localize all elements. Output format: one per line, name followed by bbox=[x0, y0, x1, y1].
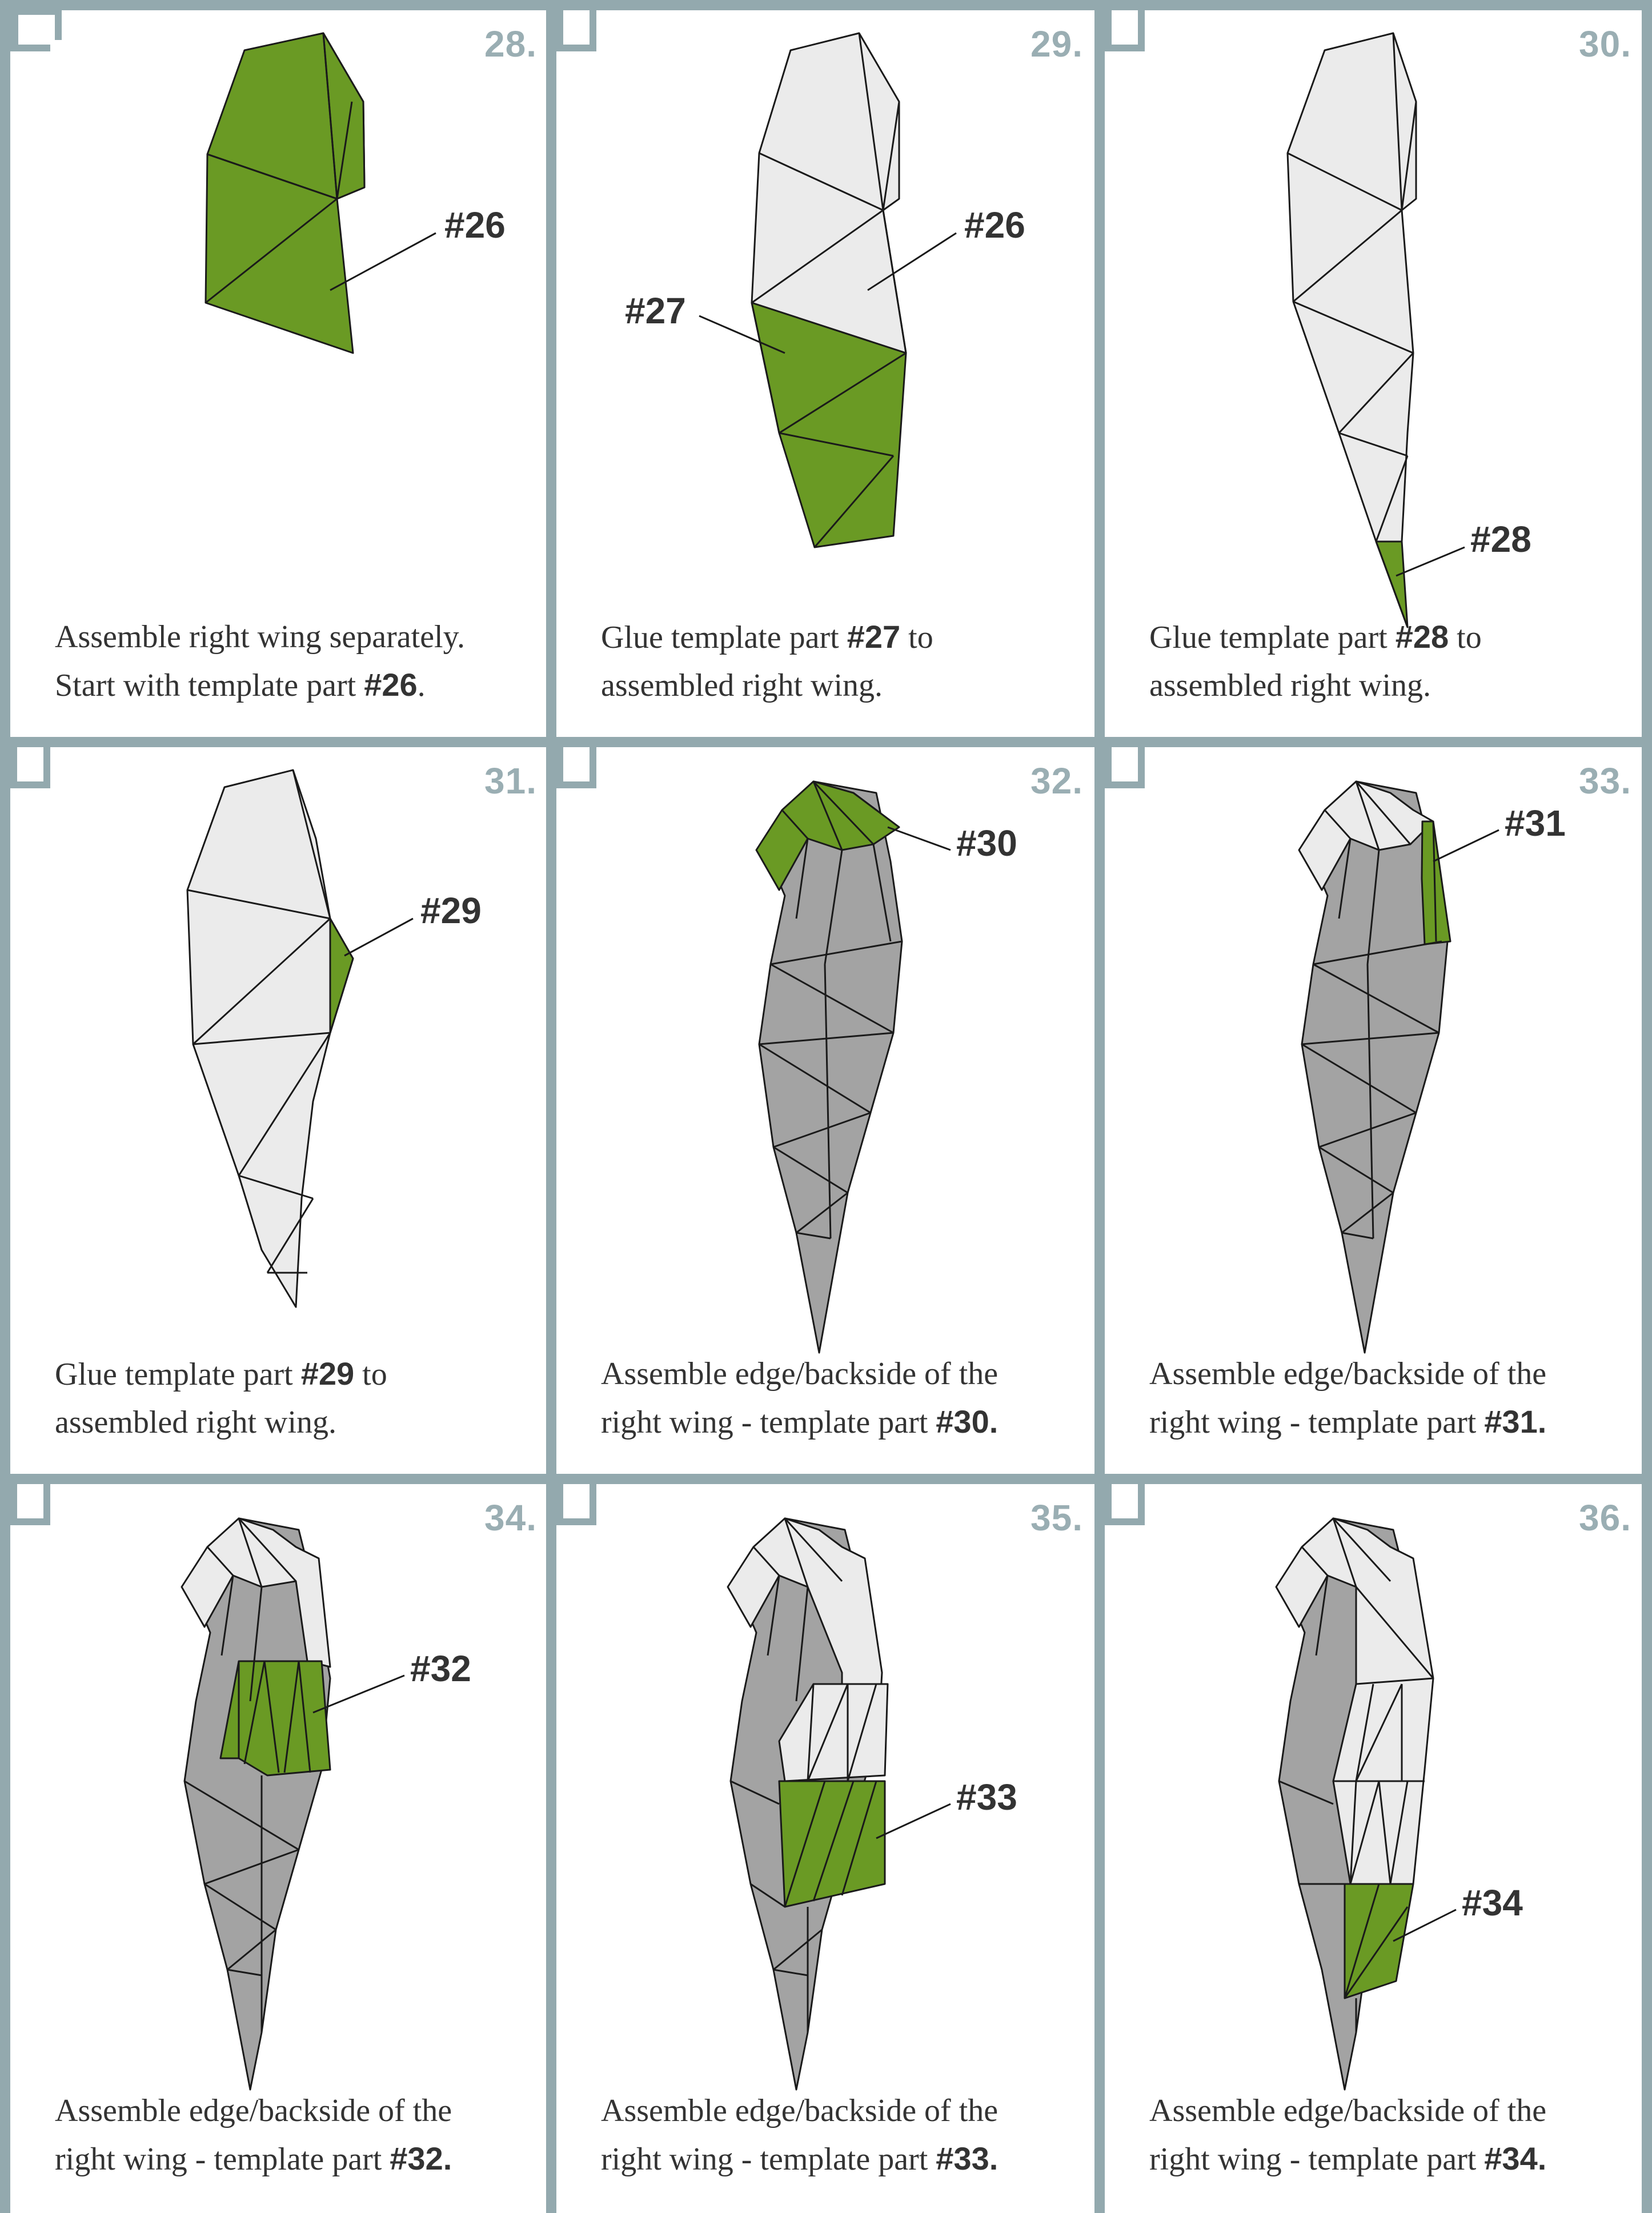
step-panel-33: 33. bbox=[1105, 747, 1642, 1473]
caption-line-1: Assemble edge/backside of the bbox=[601, 1350, 1082, 1398]
caption-line-2: assembled right wing. bbox=[55, 1398, 536, 1446]
callout-label: #27 bbox=[625, 290, 686, 331]
caption-line-2: assembled right wing. bbox=[601, 662, 1082, 709]
step-caption: Assemble edge/backside of the right wing… bbox=[1149, 1350, 1630, 1446]
step-caption: Assemble edge/backside of the right wing… bbox=[1149, 2087, 1630, 2183]
step-panel-29: 29. #26 #27 Glue template bbox=[556, 10, 1093, 736]
caption-line-2: right wing - template part #31. bbox=[1149, 1398, 1630, 1446]
callout-label: #26 bbox=[964, 205, 1025, 246]
step-panel-28: 28. #26 Assemble right wing separately. … bbox=[10, 10, 547, 736]
callout-label: #34 bbox=[1462, 1882, 1523, 1923]
caption-line-2: assembled right wing. bbox=[1149, 662, 1630, 709]
step-caption: Glue template part #29 to assembled righ… bbox=[55, 1350, 536, 1446]
step-caption: Assemble edge/backside of the right wing… bbox=[601, 1350, 1082, 1446]
step-caption: Glue template part #27 to assembled righ… bbox=[601, 613, 1082, 709]
callout-label: #31 bbox=[1505, 803, 1566, 844]
step-panel-31: 31. #29 Glue template part #29 to bbox=[10, 747, 547, 1473]
caption-line-2: Start with template part #26. bbox=[55, 661, 536, 709]
caption-line-1: Assemble edge/backside of the bbox=[601, 2087, 1082, 2135]
step-panel-34: 34. bbox=[10, 1484, 547, 2210]
caption-line-2: right wing - template part #32. bbox=[55, 2135, 536, 2183]
step-panel-32: 32. bbox=[556, 747, 1093, 1473]
callout-label: #30 bbox=[956, 823, 1017, 864]
step-caption: Assemble edge/backside of the right wing… bbox=[601, 2087, 1082, 2183]
callout-label: #28 bbox=[1470, 519, 1531, 560]
step-caption: Assemble right wing separately. Start wi… bbox=[55, 613, 536, 709]
caption-line-1: Assemble right wing separately. bbox=[55, 613, 536, 661]
step-caption: Glue template part #28 to assembled righ… bbox=[1149, 613, 1630, 709]
callout-label: #32 bbox=[410, 1648, 471, 1689]
step-caption: Assemble edge/backside of the right wing… bbox=[55, 2087, 536, 2183]
caption-line-2: right wing - template part #30. bbox=[601, 1398, 1082, 1446]
caption-line-2: right wing - template part #34. bbox=[1149, 2135, 1630, 2183]
caption-line-1: Glue template part #28 to bbox=[1149, 613, 1630, 662]
step-panel-36: 36. bbox=[1105, 1484, 1642, 2210]
step-panel-35: 35. bbox=[556, 1484, 1093, 2210]
caption-line-1: Glue template part #27 to bbox=[601, 613, 1082, 662]
callout-label: #29 bbox=[420, 890, 482, 931]
callout-label: #26 bbox=[444, 205, 506, 246]
caption-line-1: Glue template part #29 to bbox=[55, 1350, 536, 1398]
caption-line-1: Assemble edge/backside of the bbox=[55, 2087, 536, 2135]
caption-line-1: Assemble edge/backside of the bbox=[1149, 1350, 1630, 1398]
caption-line-2: right wing - template part #33. bbox=[601, 2135, 1082, 2183]
callout-label: #33 bbox=[956, 1777, 1017, 1818]
step-panel-30: 30. #28 Glue template part #28 to bbox=[1105, 10, 1642, 736]
caption-line-1: Assemble edge/backside of the bbox=[1149, 2087, 1630, 2135]
